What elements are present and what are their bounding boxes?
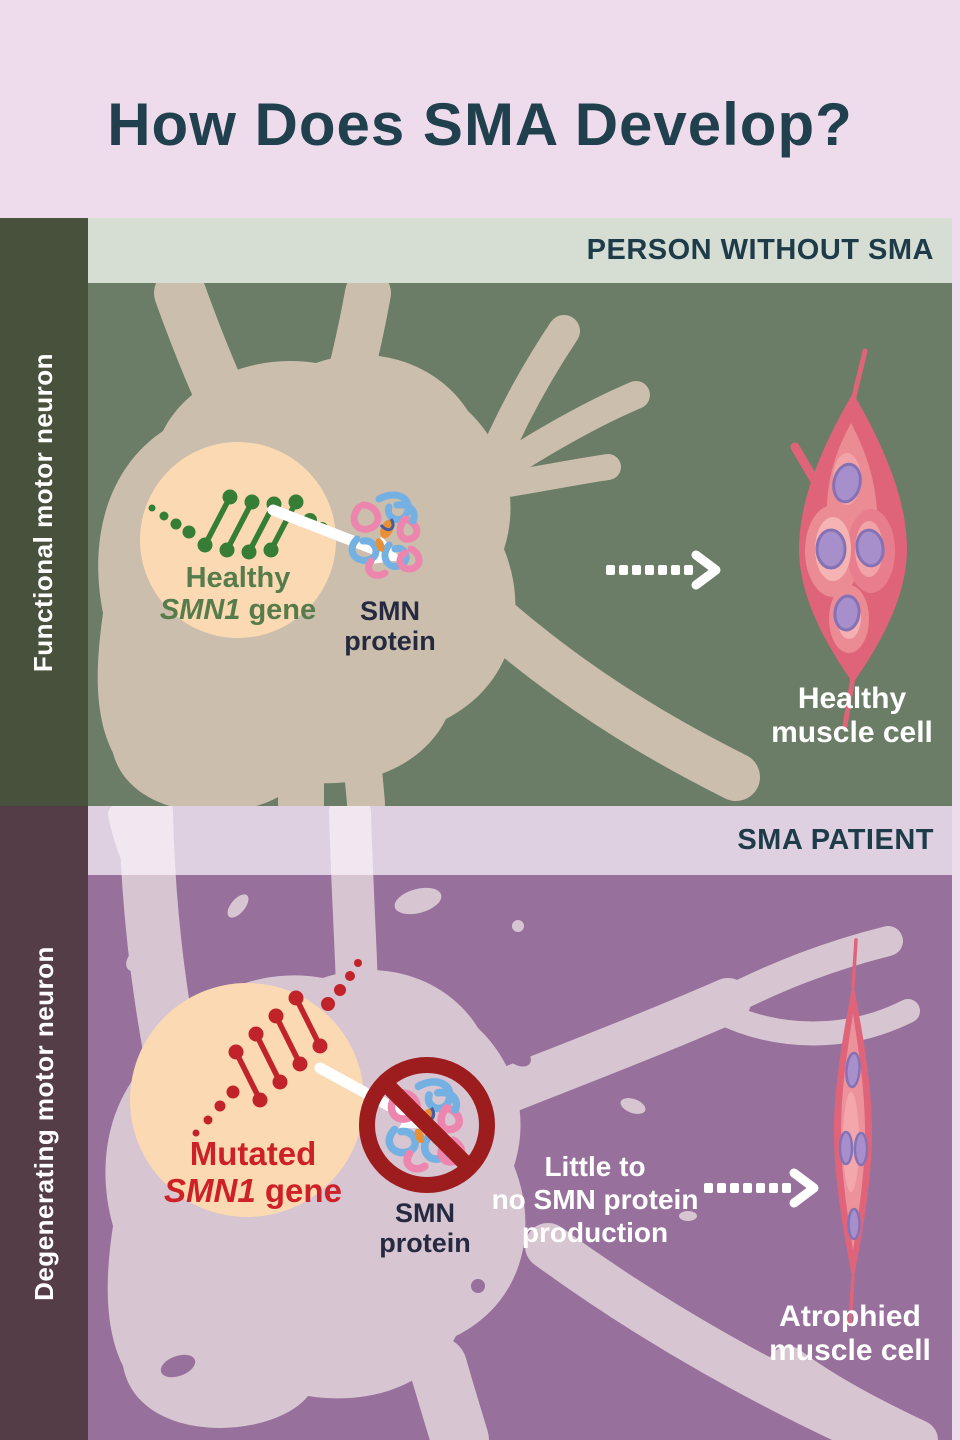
neuron-fragments bbox=[126, 887, 697, 1221]
mutated-gene-label-line1: Mutated bbox=[189, 1135, 317, 1172]
mutated-dna-icon bbox=[192, 959, 362, 1137]
healthy-gene-label: Healthy SMN1 gene bbox=[98, 562, 378, 627]
top-panel-sidebar: Functional motor neuron bbox=[0, 218, 88, 806]
bottom-panel-illustration bbox=[88, 806, 952, 1440]
healthy-gene-label-line2: SMN1 gene bbox=[159, 594, 317, 627]
atrophied-muscle-label: Atrophied muscle cell bbox=[769, 1300, 931, 1368]
right-edge-margin bbox=[952, 218, 960, 1440]
dotted-arrow-icon-bottom bbox=[704, 1168, 819, 1208]
neuron-degeneration-notches bbox=[160, 1045, 531, 1378]
gene-circle-top bbox=[140, 442, 336, 638]
production-label: Little to no SMN protein production bbox=[491, 1151, 699, 1249]
atrophied-muscle-cell-illustration bbox=[834, 938, 872, 1326]
page-title: How Does SMA Develop? bbox=[107, 91, 853, 158]
healthy-gene-label-line1: Healthy bbox=[185, 562, 291, 594]
gene-circle-bottom bbox=[130, 983, 364, 1217]
top-panel-banner: PERSON WITHOUT SMA bbox=[88, 218, 952, 283]
healthy-muscle-label: Healthy muscle cell bbox=[771, 682, 933, 750]
top-panel-illustration bbox=[88, 283, 952, 806]
smn-protein-label-bottom: SMN protein bbox=[379, 1198, 471, 1259]
dotted-arrow-icon bbox=[606, 550, 721, 590]
muscle-nuclei bbox=[815, 462, 885, 632]
top-sidebar-label: Functional motor neuron bbox=[28, 352, 59, 672]
healthy-muscle-cell-illustration bbox=[790, 348, 907, 729]
bottom-panel-banner-label: SMA PATIENT bbox=[737, 824, 934, 856]
page-header bbox=[0, 0, 960, 218]
mutated-gene-label: Mutated SMN1 gene bbox=[103, 1135, 403, 1210]
bottom-panel-sidebar: Degenerating motor neuron bbox=[0, 806, 88, 1440]
top-panel-banner-label: PERSON WITHOUT SMA bbox=[586, 234, 934, 266]
prohibition-icon bbox=[359, 1057, 495, 1193]
bottom-sidebar-label: Degenerating motor neuron bbox=[28, 945, 59, 1301]
muscle-nuclei bbox=[838, 1051, 869, 1241]
bottom-panel-banner: SMA PATIENT bbox=[88, 806, 952, 875]
healthy-dna-icon bbox=[148, 489, 349, 560]
smn-protein-label-top: SMN protein bbox=[344, 596, 436, 657]
mutated-gene-label-line2: SMN1 gene bbox=[164, 1171, 342, 1209]
